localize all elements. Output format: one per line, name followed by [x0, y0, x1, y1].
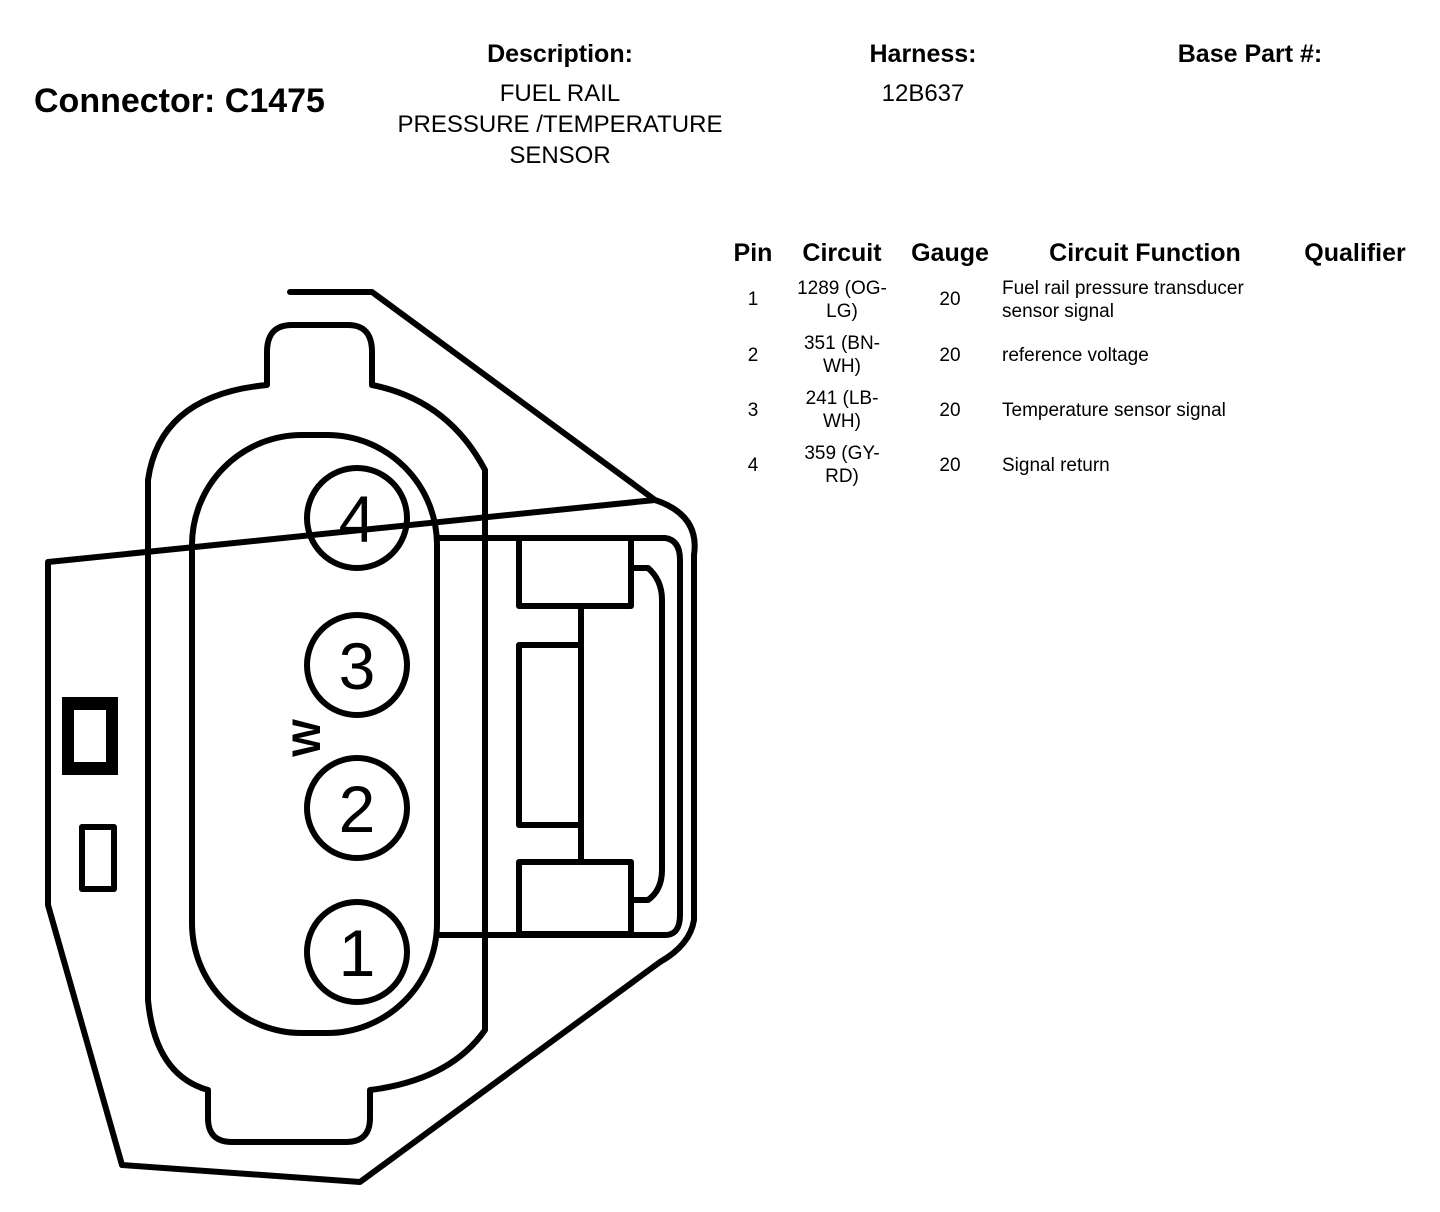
latch-outline — [434, 535, 683, 938]
latch-block-bottom — [516, 859, 634, 937]
circuit-line: 241 (LB- — [805, 388, 879, 409]
function-line: reference voltage — [1002, 345, 1149, 366]
pin-2-circle — [304, 755, 410, 861]
pin-cavity — [189, 432, 440, 1036]
column-header-circuit-function: Circuit Function — [1049, 239, 1241, 267]
circuit-cell: 351 (BN- WH) — [788, 332, 896, 378]
column-header-gauge: Gauge — [911, 239, 989, 267]
gauge-cell: 20 — [939, 345, 961, 366]
circuit-cell: 241 (LB- WH) — [788, 387, 896, 433]
latch-arm — [628, 565, 665, 903]
latch-block-top — [516, 535, 634, 609]
circuit-line: 351 (BN- — [803, 333, 881, 354]
circuit-cell: 1289 (OG- LG) — [788, 277, 896, 323]
pin-4-circle — [304, 465, 410, 571]
description-line-3: SENSOR — [509, 142, 611, 169]
function-line: Temperature sensor signal — [1002, 400, 1226, 421]
column-header-qualifier: Qualifier — [1304, 239, 1406, 267]
column-header-circuit: Circuit — [802, 239, 882, 267]
description-line-1: FUEL RAIL — [499, 80, 621, 107]
function-line: sensor signal — [1002, 301, 1114, 322]
pin-2-label: 2 — [339, 772, 376, 846]
function-cell: Temperature sensor signal — [1002, 399, 1292, 422]
gauge-cell: 20 — [939, 289, 961, 310]
pin-1-circle — [304, 899, 410, 1005]
description-label: Description: — [487, 40, 633, 68]
function-cell: Fuel rail pressure transducer sensor sig… — [1002, 277, 1292, 323]
description-value: FUEL RAIL PRESSURE /TEMPERATURE SENSOR — [360, 78, 760, 171]
circuit-line: LG) — [826, 301, 858, 322]
base-part-label: Base Part #: — [1177, 40, 1323, 68]
function-cell: reference voltage — [1002, 344, 1292, 367]
key-slot — [79, 824, 117, 892]
pin-4-label: 4 — [339, 482, 376, 556]
pin-cell: 1 — [747, 289, 759, 310]
circuit-line: WH) — [823, 411, 861, 432]
column-header-pin: Pin — [733, 239, 773, 267]
pin-3-circle — [304, 612, 410, 718]
function-line: Fuel rail pressure transducer — [1002, 278, 1244, 299]
pin-cell: 3 — [747, 400, 759, 421]
circuit-line: WH) — [823, 356, 861, 377]
pin-cell: 4 — [747, 455, 759, 476]
marker-w-label: W — [285, 719, 329, 757]
function-line: Signal return — [1002, 455, 1110, 476]
harness-value: 12B637 — [881, 80, 965, 107]
circuit-line: RD) — [825, 466, 859, 487]
function-cell: Signal return — [1002, 454, 1292, 477]
pin-3-label: 3 — [339, 629, 376, 703]
circuit-line: 1289 (OG- — [797, 278, 887, 299]
gauge-cell: 20 — [939, 455, 961, 476]
harness-label: Harness: — [869, 40, 977, 68]
pin-1-label: 1 — [339, 916, 376, 990]
circuit-cell: 359 (GY- RD) — [788, 442, 896, 488]
circuit-line: 359 (GY- — [804, 443, 880, 464]
pin-cell: 2 — [747, 345, 759, 366]
connector-title: Connector: C1475 — [34, 82, 325, 120]
description-line-2: PRESSURE /TEMPERATURE — [397, 111, 723, 138]
housing-outline — [45, 289, 698, 1185]
shroud-outline — [145, 322, 488, 1145]
latch-block-middle — [516, 642, 584, 828]
gauge-cell: 20 — [939, 400, 961, 421]
